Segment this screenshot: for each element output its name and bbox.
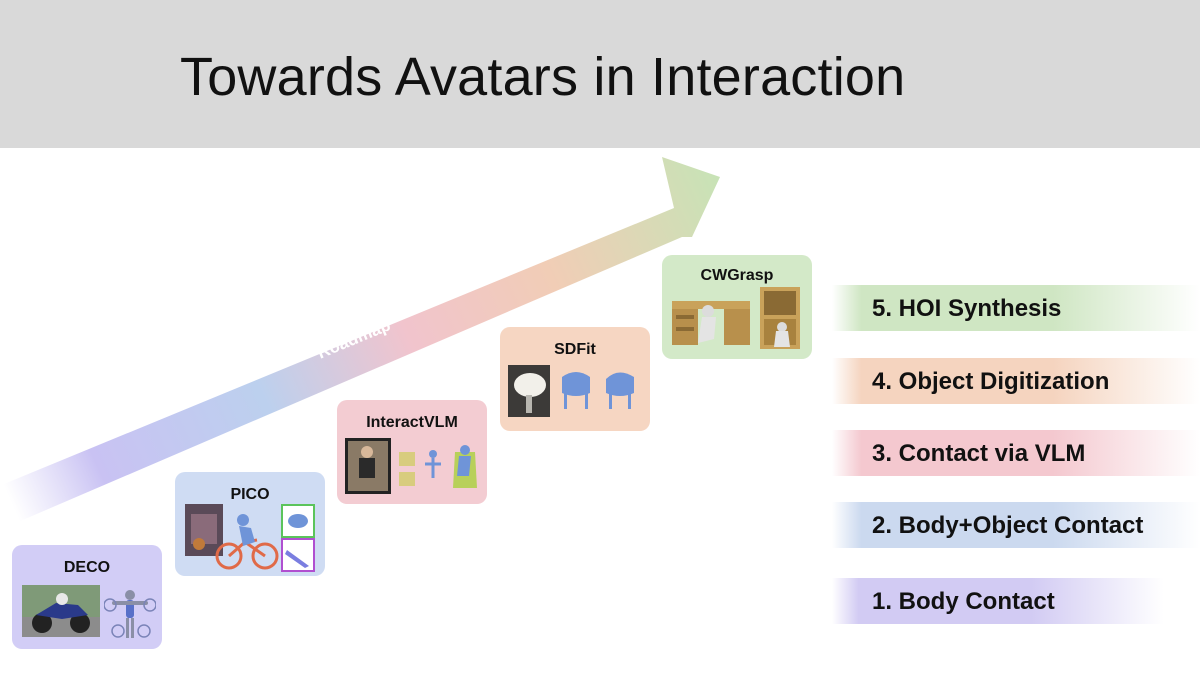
- page-title: Towards Avatars in Interaction: [180, 47, 906, 107]
- contact-crops: [281, 504, 315, 572]
- stage-label-hoi-synthesis: 5. HOI Synthesis: [872, 295, 1062, 322]
- stage-band-object-digitization: 4. Object Digitization: [832, 358, 1200, 404]
- body-contact-figure: [104, 590, 156, 638]
- deco-card[interactable]: DECO: [12, 545, 162, 649]
- cyclist-photo: [185, 504, 223, 556]
- pico-card-label: PICO: [230, 486, 270, 503]
- chair-model-front: [562, 372, 590, 409]
- cabinet-grasp-model: [760, 287, 800, 349]
- chair-model-side: [606, 372, 634, 409]
- stage-label-contact-via-vlm: 3. Contact via VLM: [872, 440, 1086, 467]
- stage-band-body-contact: 1. Body Contact: [832, 578, 1164, 624]
- interactvlm-card-label: InteractVLM: [366, 414, 458, 431]
- stage-label-body-object-contact: 2. Body+Object Contact: [872, 512, 1144, 539]
- interactvlm-card[interactable]: InteractVLM: [337, 400, 487, 504]
- cwgrasp-card[interactable]: CWGrasp: [662, 255, 812, 359]
- cwgrasp-card-label: CWGrasp: [700, 267, 774, 284]
- chair-body-contact-models: [399, 445, 477, 488]
- stage-label-body-contact: 1. Body Contact: [872, 588, 1055, 615]
- desk-grasp-model: [672, 301, 750, 345]
- sdfit-card[interactable]: SDFit: [500, 327, 650, 431]
- stage-band-body-object-contact: 2. Body+Object Contact: [832, 502, 1200, 548]
- pico-card[interactable]: PICO: [175, 472, 325, 576]
- chair-photo: [508, 365, 550, 417]
- stage-band-contact-via-vlm: 3. Contact via VLM: [832, 430, 1200, 476]
- deco-card-label: DECO: [63, 559, 111, 576]
- sdfit-card-label: SDFit: [554, 341, 596, 358]
- seated-person-photo: [345, 438, 391, 494]
- stage-label-object-digitization: 4. Object Digitization: [872, 368, 1110, 395]
- title-banner: Towards Avatars in Interaction: [0, 0, 1200, 148]
- body-bicycle-model: [215, 514, 279, 570]
- roadmap-arrow-shape: [4, 157, 720, 522]
- motorcycle-photo: [22, 585, 100, 637]
- stage-band-hoi-synthesis: 5. HOI Synthesis: [832, 285, 1200, 331]
